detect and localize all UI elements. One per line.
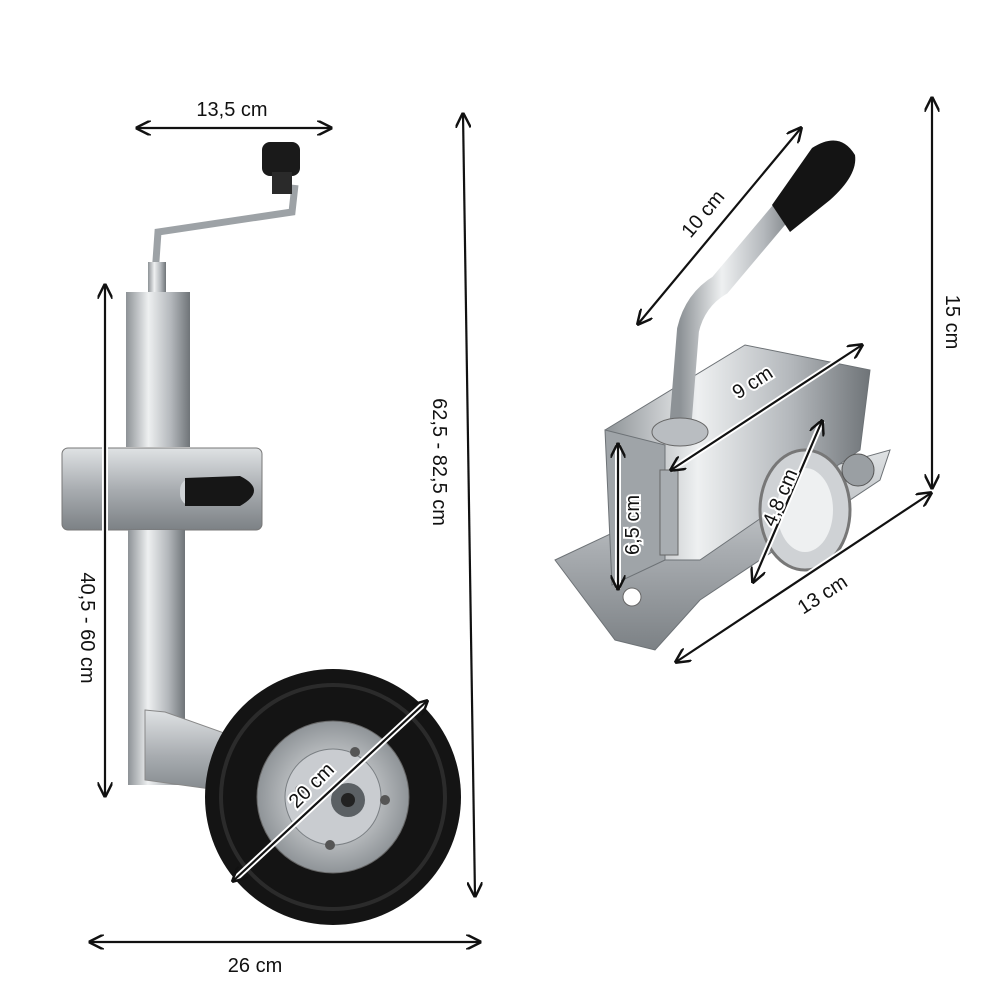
arrow-clamp-length: [676, 490, 931, 665]
dimension-arrows: [90, 98, 932, 942]
clamp-knob: [185, 476, 254, 506]
arrow-wheel-diameter: [233, 701, 427, 881]
crank-knob: [262, 142, 300, 176]
arrow-clamp-width: [671, 342, 862, 473]
label-crank-width: 13,5 cm: [196, 99, 267, 121]
label-total-depth: 26 cm: [228, 955, 282, 977]
clamp-screw: [659, 469, 679, 556]
jockey-wheel-illustration: [61, 142, 461, 925]
upper-tube: [126, 292, 190, 447]
label-clamp-height: 15 cm: [941, 295, 963, 349]
clamp-handle-grip: [772, 140, 856, 232]
label-tube-height: 40,5 - 60 cm: [76, 572, 98, 683]
label-total-height: 62,5 - 82,5 cm: [428, 398, 450, 526]
label-handle-length: 10 cm: [677, 186, 729, 242]
arrow-handle-length: [638, 128, 801, 324]
crank-handle: [151, 184, 299, 276]
arrow-total-height: [463, 114, 475, 896]
label-bracket-height: 6,5 cm: [622, 495, 644, 555]
